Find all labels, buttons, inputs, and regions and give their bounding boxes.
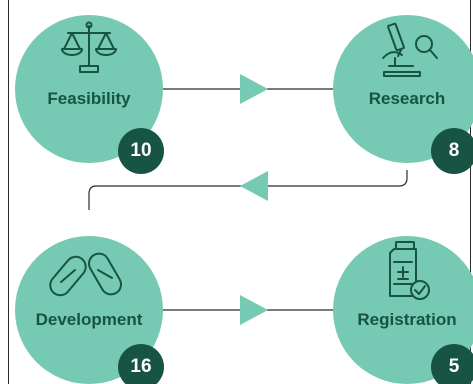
arrow-right-icon: [240, 74, 268, 104]
right-border-line: [470, 0, 471, 384]
count-badge-registration: [431, 344, 473, 384]
count-development: 16: [130, 356, 152, 377]
count-badge-research: [431, 128, 473, 174]
medicine-bottle-check-icon: [389, 241, 430, 300]
stage-circle-feasibility: [15, 15, 163, 163]
count-research: 8: [448, 140, 460, 161]
count-badge-feasibility: [118, 128, 164, 174]
scales-icon: [61, 21, 117, 73]
stage-label-registration: Registration: [357, 310, 457, 329]
stage-circle-development: [15, 236, 163, 384]
stage-circle-research: [333, 15, 473, 163]
stage-label-research: Research: [368, 89, 446, 108]
arrow-right-icon: [240, 295, 268, 325]
left-border-line: [8, 0, 9, 384]
count-registration: 5: [448, 356, 460, 377]
count-feasibility: 10: [130, 140, 152, 161]
stage-circle-registration: [333, 236, 473, 384]
stage-label-feasibility: Feasibility: [47, 89, 131, 108]
microscope-icon: [382, 22, 438, 77]
count-badge-development: [118, 344, 164, 384]
arrow-left-icon: [240, 171, 268, 201]
capsule-pills-icon: [49, 252, 122, 297]
stage-label-development: Development: [35, 310, 143, 329]
